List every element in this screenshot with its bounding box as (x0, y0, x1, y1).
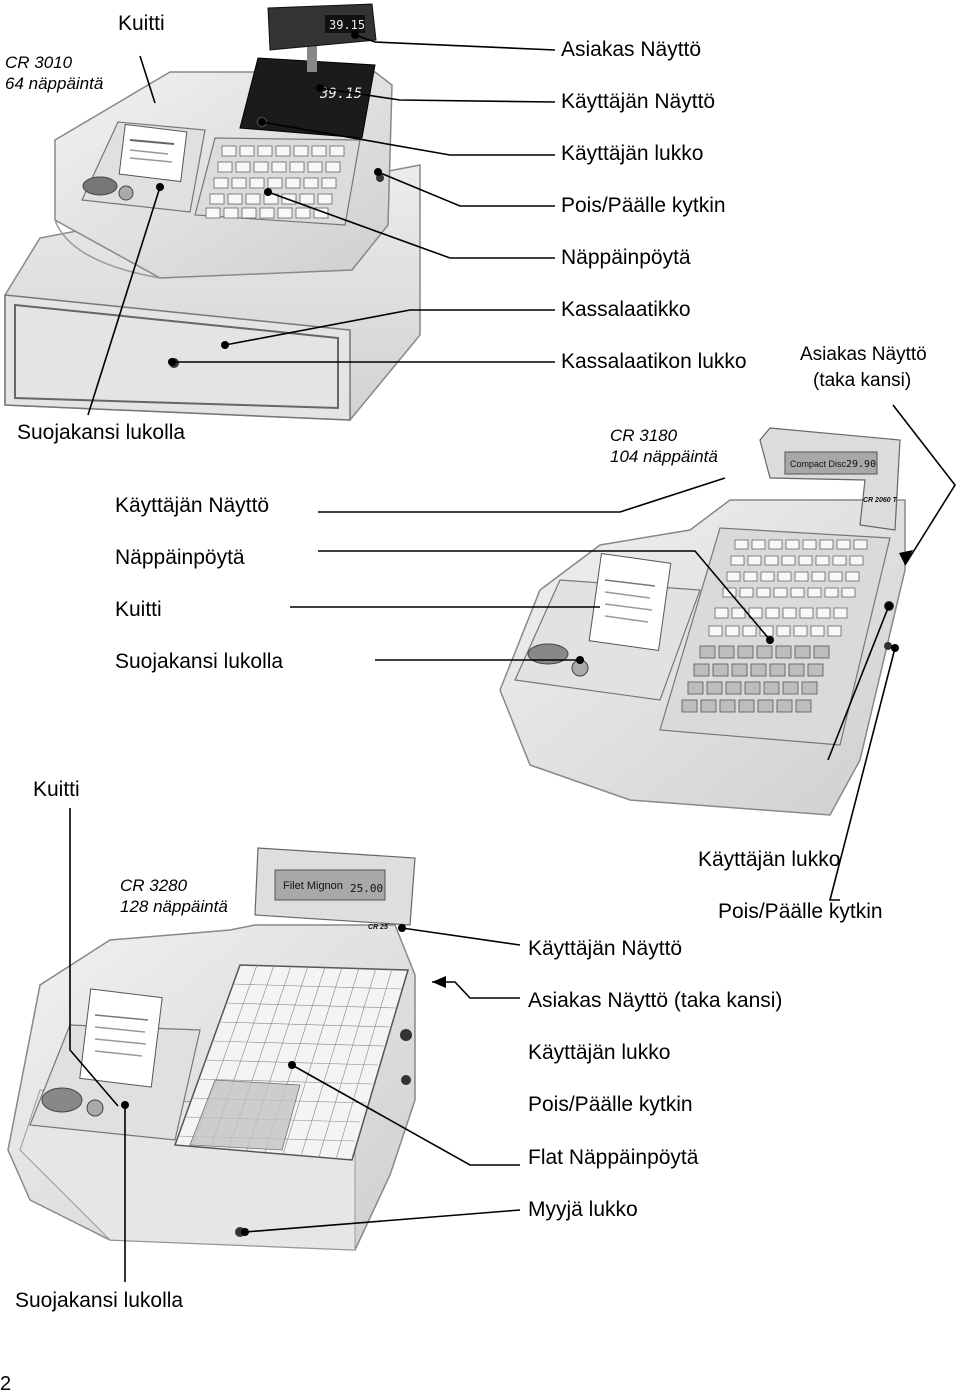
callout-dots (121, 31, 913, 1236)
label-receipt: Kuitti (118, 12, 165, 35)
svg-text:CR 25: CR 25 (368, 924, 388, 931)
callout-cash-drawer: Kassalaatikko (561, 298, 691, 321)
model-label-cr3280: CR 3280 128 näppäintä (120, 875, 228, 917)
callout-cover-lock: Suojakansi lukolla (15, 1289, 184, 1312)
callout-power-switch: Pois/Päälle kytkin (528, 1093, 693, 1116)
svg-text:25.00: 25.00 (350, 882, 383, 895)
callout-customer-display: Asiakas Näyttö (561, 38, 702, 61)
callout-keyboard: Näppäinpöytä (115, 546, 245, 569)
callout-operator-lock-top: Käyttäjän lukko (698, 848, 841, 871)
callout-operator-display: Käyttäjän Näyttö (115, 494, 270, 517)
callout-drawer-lock: Kassalaatikon lukko (561, 350, 747, 373)
model-key-count: 104 näppäintä (610, 447, 718, 466)
display-text: Compact Disc (790, 459, 847, 469)
callout-flat-keyboard: Flat Näppäinpöytä (528, 1146, 699, 1169)
callout-lines (69, 34, 956, 1282)
page-number: 2 (0, 1373, 12, 1395)
receipt-paper (79, 988, 163, 1088)
model-key-count: 64 näppäintä (5, 74, 104, 93)
operator-display (239, 57, 376, 139)
callout-rear-display-line1: Asiakas Näyttö (800, 344, 927, 365)
svg-text:39.15: 39.15 (329, 18, 365, 32)
callout-clerk-lock: Myyjä lukko (528, 1198, 638, 1221)
callout-operator-display: Käyttäjän Näyttö (561, 90, 716, 113)
callout-power-switch: Pois/Päälle kytkin (561, 194, 726, 217)
callout-keyboard: Näppäinpöytä (561, 246, 691, 269)
register-cr3280: Filet Mignon 25.00 CR 25 (7, 847, 416, 1251)
callout-operator-lock: Käyttäjän lukko (561, 142, 704, 165)
label-receipt: Kuitti (33, 778, 80, 801)
svg-text:29.90: 29.90 (846, 459, 876, 470)
model-name: CR 3280 (120, 876, 188, 895)
svg-text:CR 2060 T: CR 2060 T (863, 497, 898, 504)
callout-receipt: Kuitti (115, 598, 162, 621)
model-name: CR 3010 (5, 53, 73, 72)
callout-rear-customer-display: Asiakas Näyttö (taka kansi) (528, 989, 783, 1012)
register-cr3010: 39.15 39.15 (4, 3, 421, 421)
model-name: CR 3180 (610, 426, 678, 445)
callout-cover-lock: Suojakansi lukolla (115, 650, 284, 673)
callout-rear-display-line2: (taka kansi) (813, 370, 912, 391)
display-text: Filet Mignon (283, 880, 343, 892)
register-cr3180: Compact Disc 29.90 CR 2060 T (499, 427, 906, 816)
model-key-count: 128 näppäintä (120, 897, 228, 916)
callout-power-switch-top: Pois/Päälle kytkin (718, 900, 883, 923)
model-label-cr3010: CR 3010 64 näppäintä (5, 52, 103, 94)
callout-operator-lock: Käyttäjän lukko (528, 1041, 671, 1064)
callout-operator-display: Käyttäjän Näyttö (528, 937, 683, 960)
receipt-paper (588, 552, 672, 652)
model-label-cr3180: CR 3180 104 näppäintä (610, 425, 718, 467)
callout-cover-lock: Suojakansi lukolla (17, 421, 186, 444)
